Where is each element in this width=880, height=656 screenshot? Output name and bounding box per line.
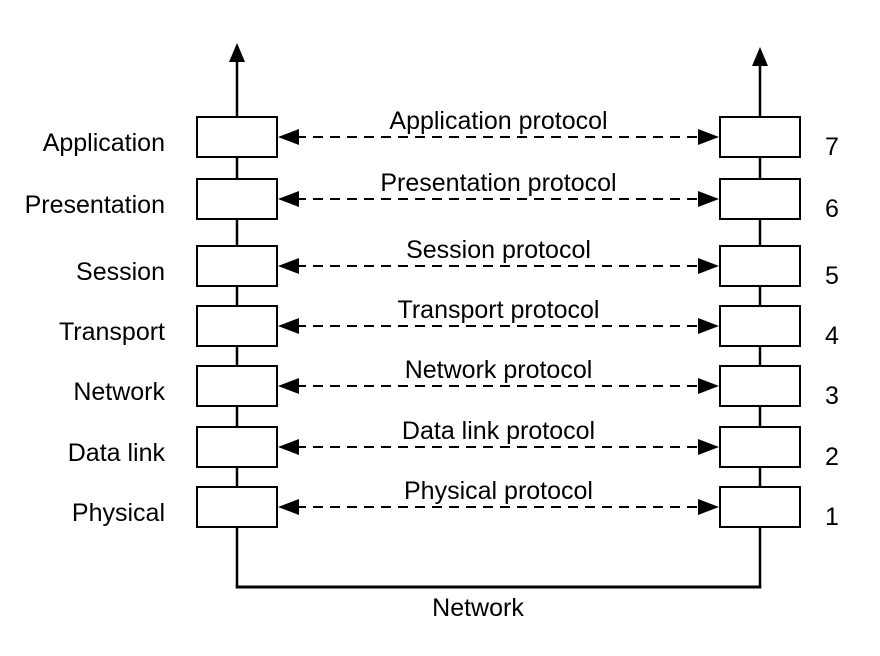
arrowhead-left-6-icon [278,191,299,207]
right-box-physical [719,486,801,528]
layer-name-application: Application [42,129,165,157]
right-box-transport [719,305,801,347]
protocol-label-datalink: Data link protocol [401,417,596,445]
arrowhead-left-2-icon [278,439,299,455]
layer-number-4: 4 [825,322,839,350]
left-box-presentation [196,178,278,220]
arrowhead-right-4-icon [698,318,719,334]
arrowhead-right-6-icon [698,191,719,207]
layer-number-3: 3 [825,382,839,410]
arrowhead-left-1-icon [278,499,299,515]
arrowhead-right-3-icon [698,378,719,394]
protocol-label-session: Session protocol [406,236,591,264]
arrowhead-right-2-icon [698,439,719,455]
layer-number-7: 7 [825,133,839,161]
right-box-datalink [719,426,801,468]
layer-number-6: 6 [825,195,839,223]
arrowhead-right-1-icon [698,499,719,515]
protocol-label-presentation: Presentation protocol [380,169,617,197]
protocol-label-application: Application protocol [389,107,608,135]
protocol-label-transport: Transport protocol [397,296,600,324]
left-box-application [196,116,278,158]
layer-number-2: 2 [825,443,839,471]
right-box-application [719,116,801,158]
left-box-datalink [196,426,278,468]
layer-name-physical: Physical [71,499,165,527]
right-box-network [719,365,801,407]
arrowhead-right-5-icon [698,258,719,274]
arrowhead-left-4-icon [278,318,299,334]
layer-number-1: 1 [825,503,839,531]
layer-name-transport: Transport [58,318,165,346]
protocol-label-network: Network protocol [404,356,593,384]
network-label: Network [432,594,524,622]
left-box-physical [196,486,278,528]
right-box-session [719,245,801,287]
arrowhead-left-7-icon [278,129,299,145]
protocol-label-physical: Physical protocol [404,477,593,505]
left-box-transport [196,305,278,347]
right-box-presentation [719,178,801,220]
left-up-arrow-icon [229,43,245,62]
arrowhead-left-3-icon [278,378,299,394]
layer-name-presentation: Presentation [24,191,165,219]
left-box-network [196,365,278,407]
arrowhead-right-7-icon [698,129,719,145]
layer-name-network: Network [73,378,165,406]
layer-name-session: Session [76,258,165,286]
right-up-arrow-icon [752,47,768,66]
layer-name-datalink: Data link [67,439,165,467]
layer-number-5: 5 [825,262,839,290]
arrowhead-left-5-icon [278,258,299,274]
left-box-session [196,245,278,287]
